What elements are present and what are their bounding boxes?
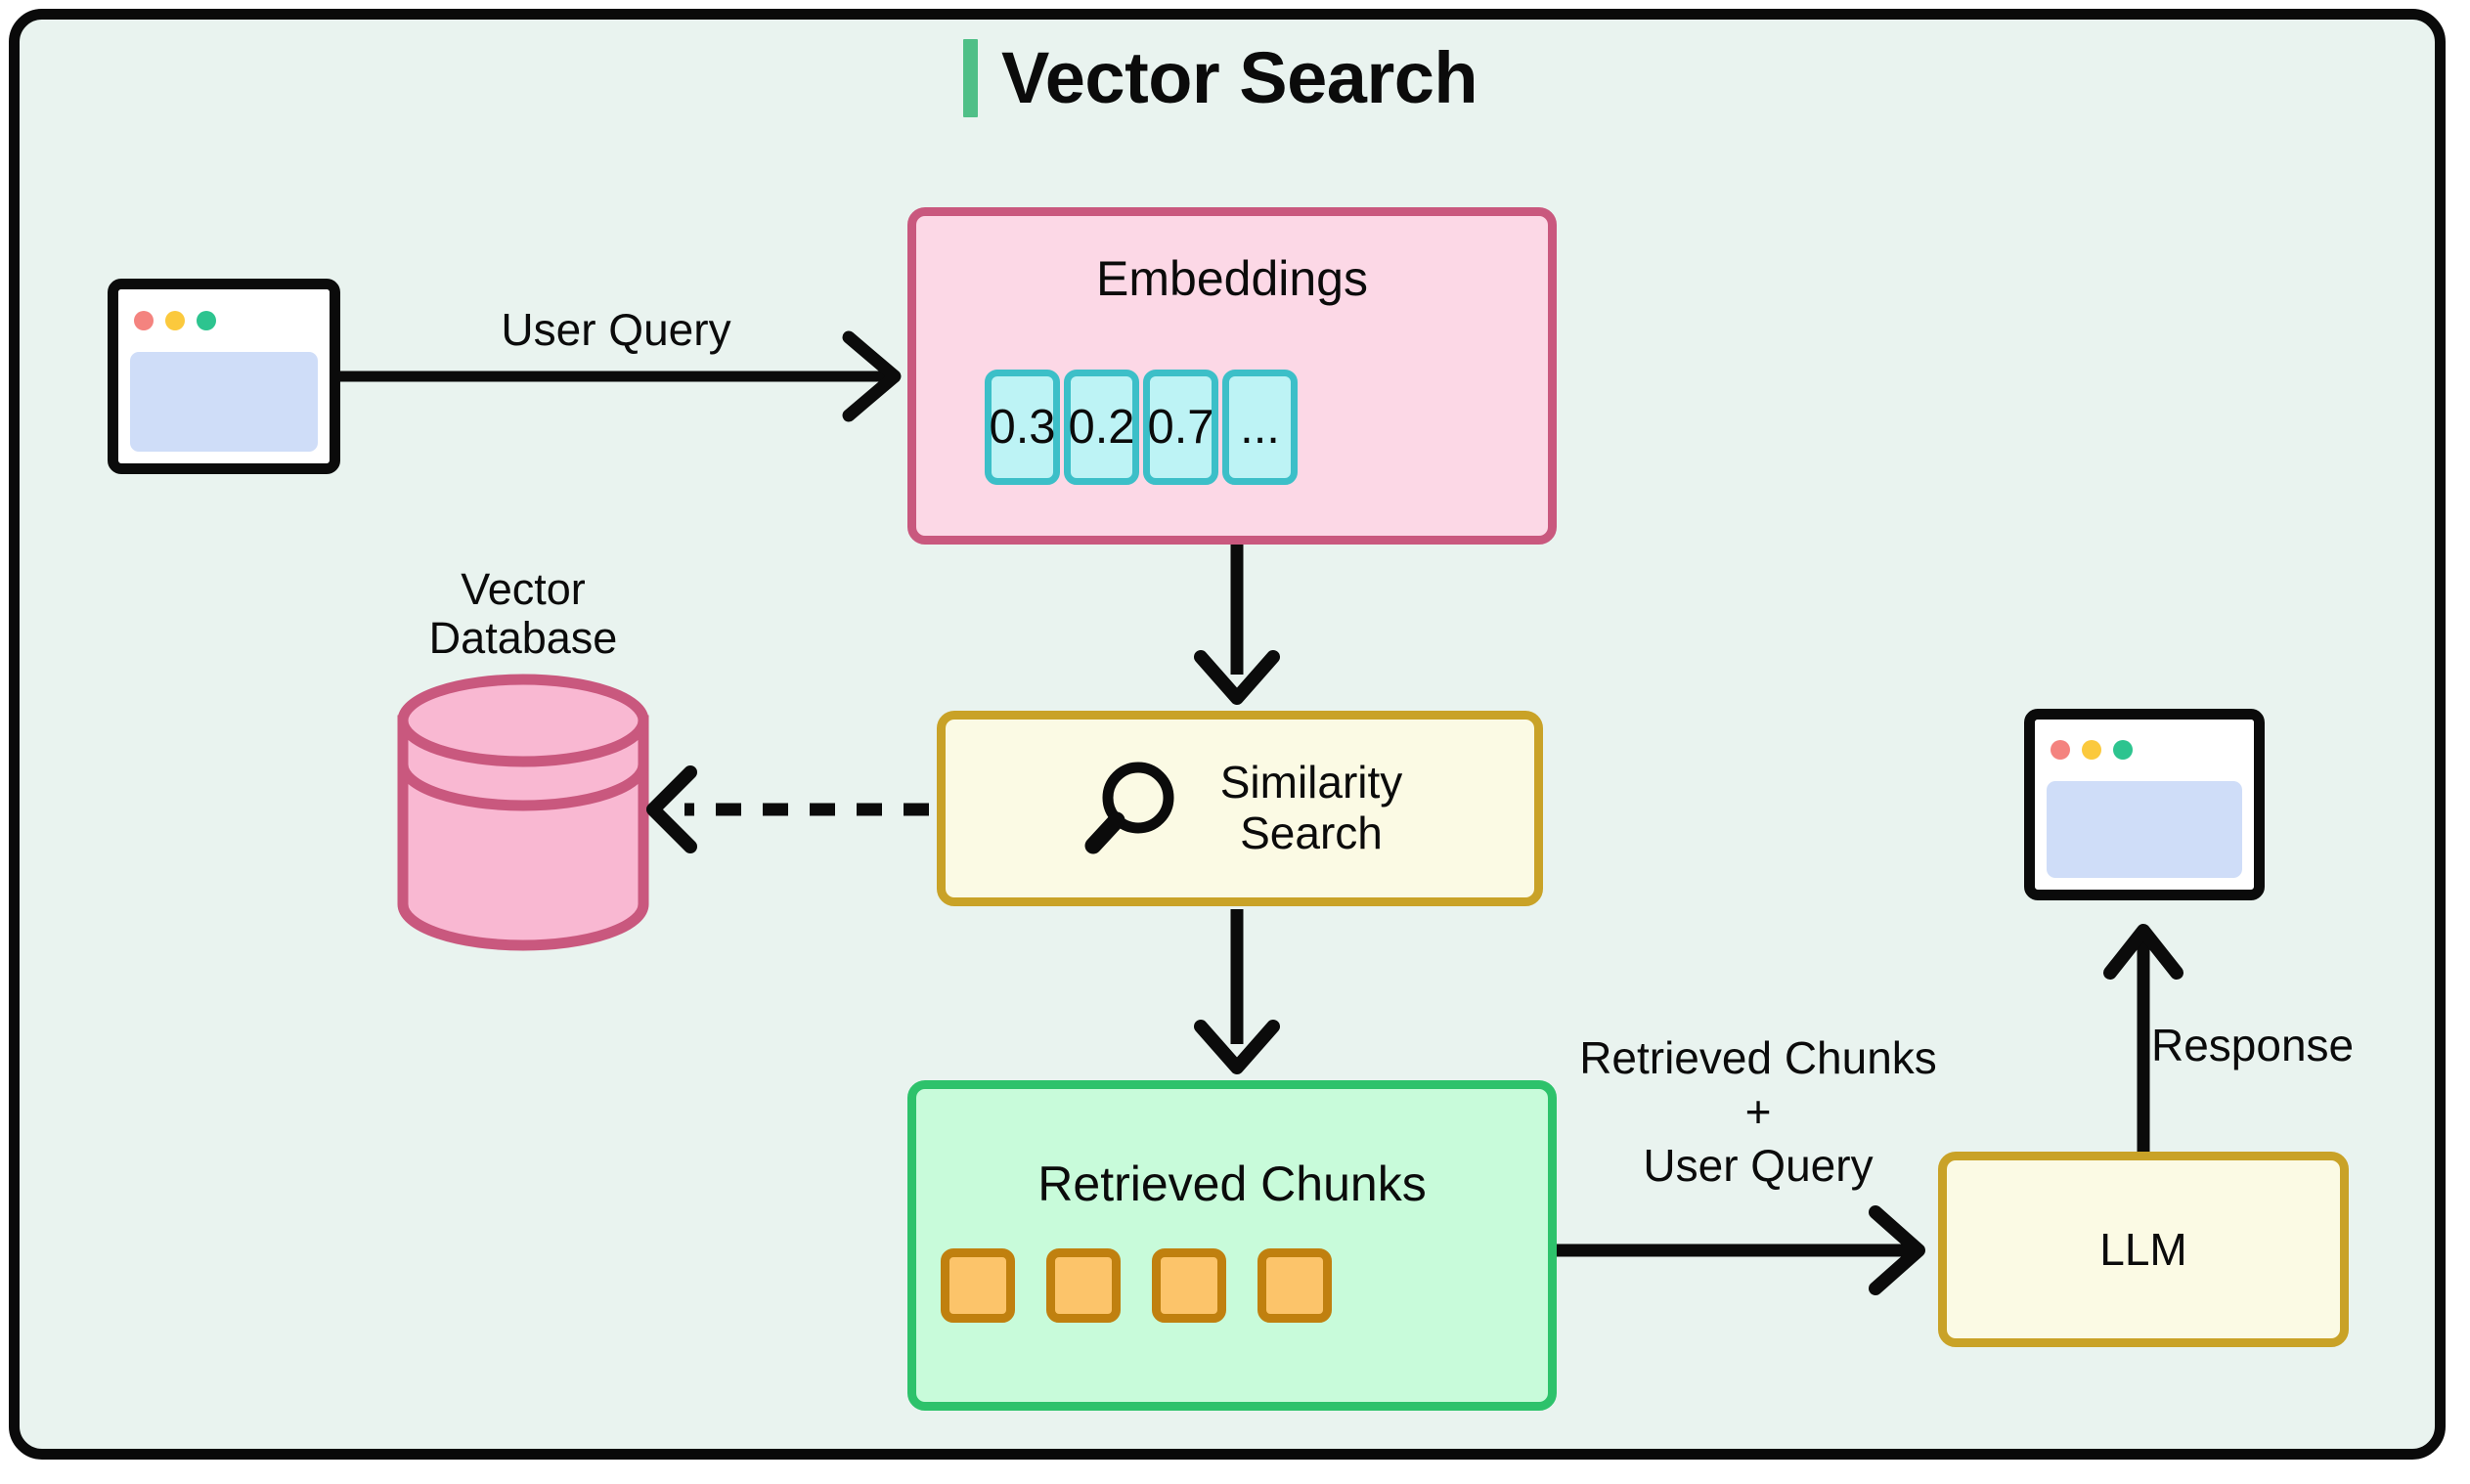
browser-titlebar xyxy=(118,289,330,353)
embedding-value-1[interactable]: 0.2 xyxy=(1064,370,1139,485)
response-browser-window[interactable] xyxy=(2024,709,2265,900)
embedding-value-2[interactable]: 0.7 xyxy=(1143,370,1218,485)
embeddings-label: Embeddings xyxy=(1096,251,1368,306)
title-text: Vector Search xyxy=(1001,37,1478,118)
window-maximize-dot-icon xyxy=(2113,740,2133,761)
browser-titlebar xyxy=(2035,720,2254,781)
vector-database-label: Vector Database xyxy=(396,564,650,664)
similarity-search-label: Similarity Search xyxy=(1220,758,1403,858)
window-minimize-dot-icon xyxy=(165,311,185,331)
embedding-value-0[interactable]: 0.3 xyxy=(985,370,1060,485)
magnifier-icon xyxy=(1084,762,1174,854)
llm-node[interactable]: LLM xyxy=(1938,1152,2349,1347)
vector-database-label-line2: Database xyxy=(428,613,618,664)
browser-content-area xyxy=(130,352,318,452)
edge-label-chunks-to-llm: Retrieved Chunks + User Query xyxy=(1579,1032,1937,1192)
window-close-dot-icon xyxy=(134,311,154,331)
page-title: Vector Search xyxy=(963,39,1478,117)
edge-label-response: Response xyxy=(2151,1020,2355,1070)
chunk-item[interactable] xyxy=(1046,1248,1121,1323)
chunk-item[interactable] xyxy=(941,1248,1015,1323)
window-minimize-dot-icon xyxy=(2082,740,2101,761)
retrieved-chunks-label: Retrieved Chunks xyxy=(1037,1157,1427,1211)
similarity-search-label-line2: Search xyxy=(1240,807,1383,858)
embedding-vector-row: 0.3 0.2 0.7 ... xyxy=(985,370,1298,485)
chunk-item[interactable] xyxy=(1257,1248,1332,1323)
window-close-dot-icon xyxy=(2051,740,2070,761)
retrieved-chunks-node[interactable]: Retrieved Chunks xyxy=(907,1080,1557,1411)
embedding-value-3[interactable]: ... xyxy=(1222,370,1298,485)
browser-content-area xyxy=(2047,780,2242,878)
title-accent-bar xyxy=(963,39,978,117)
chunk-item[interactable] xyxy=(1152,1248,1226,1323)
window-maximize-dot-icon xyxy=(197,311,216,331)
edge-label-user-query: User Query xyxy=(501,304,731,355)
similarity-search-label-line1: Similarity xyxy=(1219,757,1403,808)
user-browser-window[interactable] xyxy=(108,279,340,474)
vector-database-label-line1: Vector xyxy=(461,564,586,614)
chunk-row xyxy=(941,1248,1332,1323)
similarity-search-node[interactable]: Similarity Search xyxy=(937,711,1543,906)
